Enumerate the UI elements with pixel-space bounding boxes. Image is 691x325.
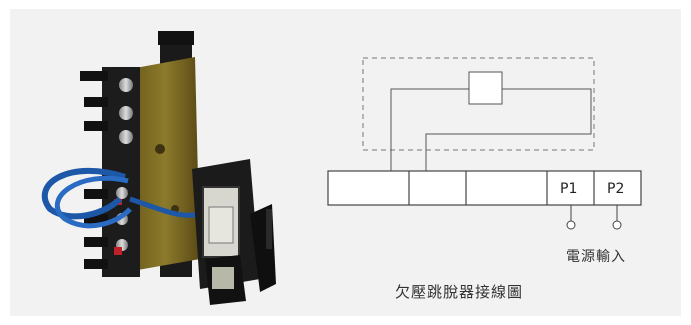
wiring-diagram: P1 P2 bbox=[327, 57, 642, 230]
content-card: P1 P2 電源輸入 欠壓跳脫器接線圖 bbox=[10, 9, 681, 316]
diagram-caption: 欠壓跳脫器接線圖 bbox=[395, 283, 524, 301]
power-input-label: 電源輸入 bbox=[566, 249, 626, 265]
relay-coil bbox=[468, 71, 503, 105]
terminal-p1: P1 bbox=[560, 181, 577, 197]
power-input-terminal-2 bbox=[612, 220, 622, 230]
terminal-strip bbox=[327, 170, 642, 206]
product-photo bbox=[41, 31, 276, 305]
power-input-terminal-1 bbox=[566, 220, 576, 230]
terminal-p2: P2 bbox=[607, 181, 624, 197]
